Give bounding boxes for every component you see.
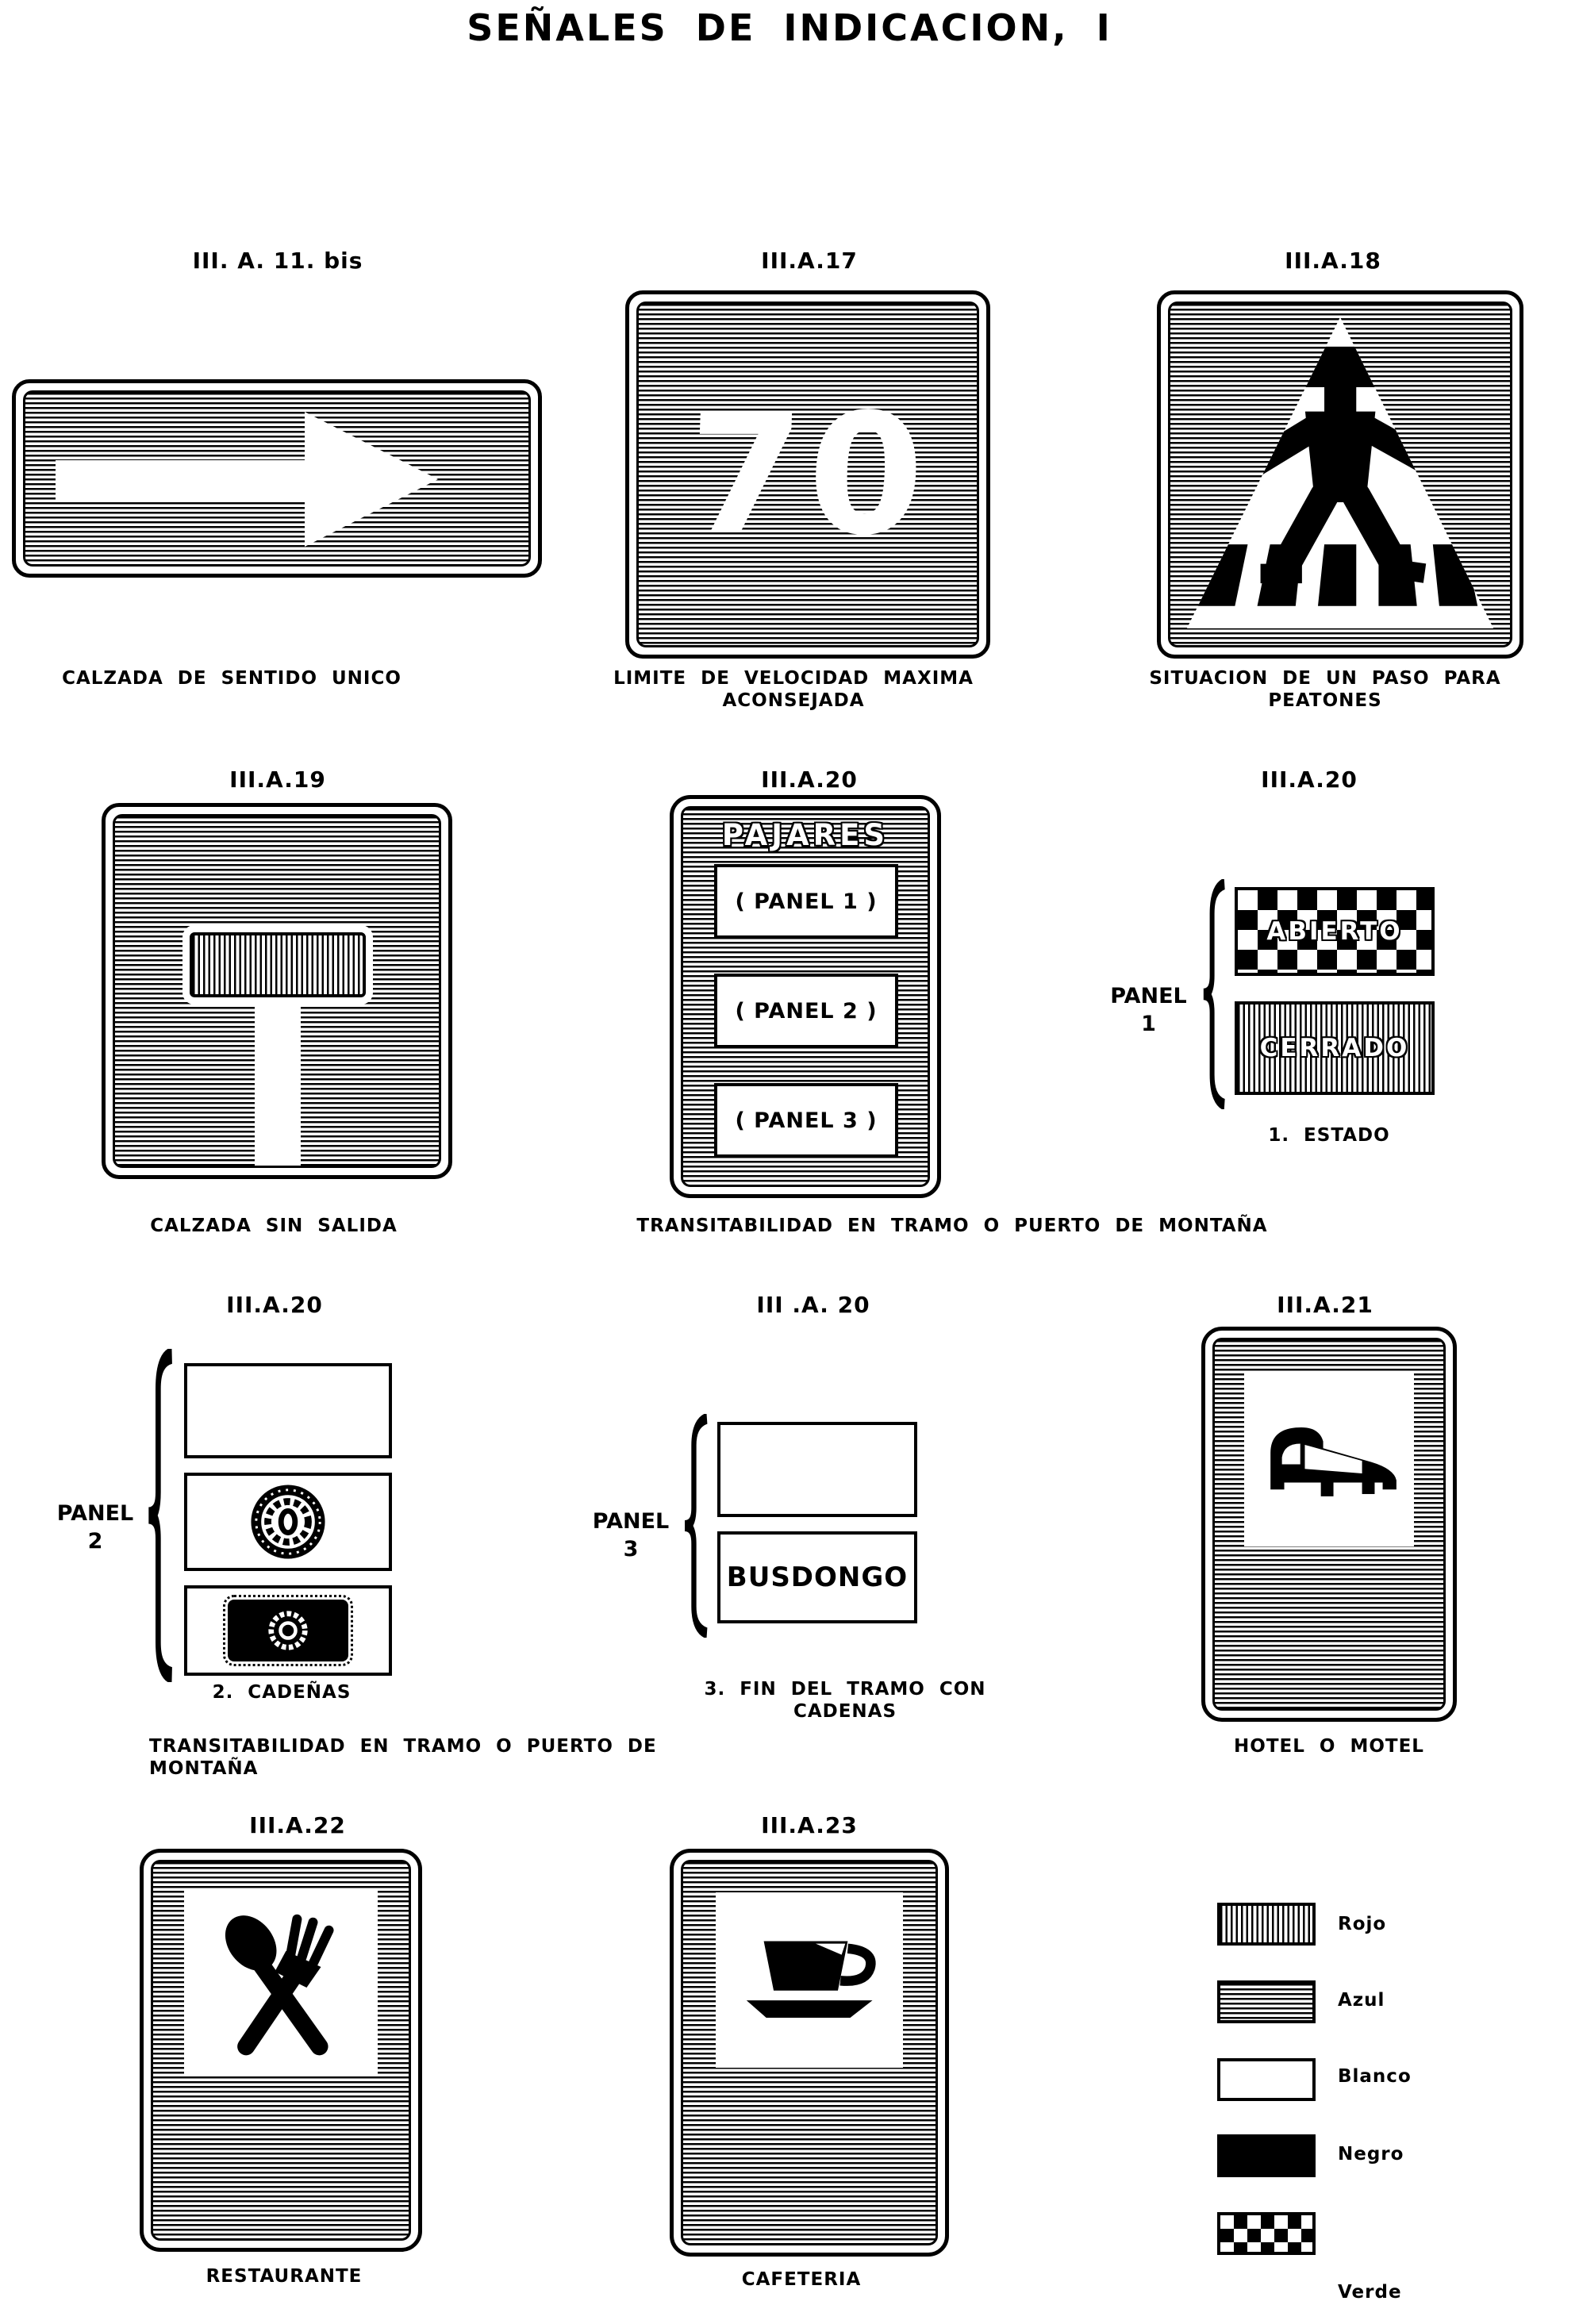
sign-ref-III-A-19: III.A.19 xyxy=(229,766,326,793)
hotel-caption: HOTEL O MOTEL xyxy=(1234,1736,1424,1757)
dead-end-field xyxy=(113,814,441,1168)
page-title: SEÑALES DE INDICACION, I xyxy=(467,6,1112,49)
abierto-label: ABIERTO xyxy=(1266,917,1403,946)
mountain-pass-title: PAJARES xyxy=(721,818,889,852)
crosswalk-caption: SITUACION DE UN PASO PARA PEATONES xyxy=(1149,668,1501,711)
legend-label-blanco: Blanco xyxy=(1338,2066,1412,2087)
legend-swatch-blanco xyxy=(1217,2058,1316,2101)
sign-ref-III-A-22: III.A.22 xyxy=(249,1812,346,1838)
hotel-sign-field xyxy=(1212,1338,1446,1711)
legend-label-verde: Verde xyxy=(1338,2282,1402,2303)
dead-end-caption: CALZADA SIN SALIDA xyxy=(150,1216,398,1236)
estado-caption: 1. ESTADO xyxy=(1268,1125,1390,1146)
pedestrian-crossing-icon xyxy=(1196,346,1477,606)
sign-ref-III-A-11-bis: III. A. 11. bis xyxy=(192,248,363,274)
speed-70-sign: 70 xyxy=(625,290,990,659)
legend-label-negro: Negro xyxy=(1338,2144,1404,2165)
panel-slot-3: ( PANEL 3 ) xyxy=(714,1083,898,1158)
warning-triangle xyxy=(1186,317,1494,628)
one-way-caption: CALZADA DE SENTIDO UNICO xyxy=(62,668,401,689)
panel-3-label: PANEL 3 xyxy=(592,1509,670,1562)
cadenas-caption: 2. CADEÑAS xyxy=(212,1682,352,1703)
panel-slot-1: ( PANEL 1 ) xyxy=(714,864,898,939)
panel-2-label: PANEL 2 xyxy=(56,1501,134,1554)
snow-chain-mini-sign-icon xyxy=(223,1595,353,1666)
hotel-pictogram-panel xyxy=(1244,1373,1414,1546)
panel-3-box-busdongo: BUSDONGO xyxy=(717,1531,917,1623)
cafeteria-sign-field xyxy=(681,1860,938,2245)
cafeteria-pictogram-panel xyxy=(716,1892,903,2069)
one-way-sign-field xyxy=(23,390,531,567)
sign-ref-III-A-20-c: III.A.20 xyxy=(226,1292,323,1318)
panel-2-box-chain-sign xyxy=(184,1585,392,1676)
cafeteria-caption: CAFETERIA xyxy=(741,2269,862,2290)
dead-end-sign xyxy=(102,803,452,1179)
mountain-pass-field: PAJARES ( PANEL 1 ) ( PANEL 2 ) ( PANEL … xyxy=(681,806,930,1187)
sign-ref-III-A-18: III.A.18 xyxy=(1285,248,1381,274)
coffee-cup-icon xyxy=(746,1940,876,2018)
restaurant-pictogram-panel xyxy=(183,1888,378,2077)
restaurant-caption: RESTAURANTE xyxy=(206,2266,363,2287)
fin-cadenas-caption: 3. FIN DEL TRAMO CON CADENAS xyxy=(704,1679,986,1722)
panel-2-box-chain xyxy=(184,1473,392,1571)
pedestrian-crossing-field xyxy=(1168,302,1512,647)
legend-swatch-azul xyxy=(1217,1980,1316,2023)
snow-chain-icon xyxy=(251,1485,325,1559)
panel-2-box-empty xyxy=(184,1363,392,1458)
bed-icon xyxy=(1270,1427,1397,1496)
panel-1-brace xyxy=(1203,879,1225,1109)
legend-swatch-negro xyxy=(1217,2134,1316,2177)
cafeteria-sign xyxy=(670,1849,949,2257)
mountain-pass-caption: TRANSITABILIDAD EN TRAMO O PUERTO DE MON… xyxy=(636,1216,1268,1236)
cerrado-panel: CERRADO xyxy=(1235,1001,1435,1095)
abierto-panel: ABIERTO xyxy=(1235,887,1435,976)
panel-2-brace xyxy=(148,1349,173,1682)
one-way-sign xyxy=(12,379,542,578)
speed-70-sign-field: 70 xyxy=(636,302,979,647)
sign-ref-III-A-20-b: III.A.20 xyxy=(1261,766,1358,793)
restaurant-sign-field xyxy=(151,1860,411,2241)
legend-swatch-verde xyxy=(1217,2212,1316,2255)
sign-ref-III-A-17: III.A.17 xyxy=(761,248,858,274)
panel-slot-2: ( PANEL 2 ) xyxy=(714,974,898,1048)
speed-value: 70 xyxy=(683,377,932,572)
panel-3-brace xyxy=(684,1414,708,1638)
hotel-sign xyxy=(1201,1327,1457,1722)
mountain-pass-sign: PAJARES ( PANEL 1 ) ( PANEL 2 ) ( PANEL … xyxy=(670,795,941,1198)
sign-ref-III-A-20-a: III.A.20 xyxy=(761,766,858,793)
legend-label-rojo: Rojo xyxy=(1338,1914,1387,1934)
panel-3-box-empty xyxy=(717,1422,917,1517)
panel-1-label: PANEL 1 xyxy=(1110,984,1187,1037)
legend-label-azul: Azul xyxy=(1338,1990,1385,2011)
crossed-spoon-fork-icon xyxy=(225,1914,334,2055)
speed-caption: LIMITE DE VELOCIDAD MAXIMA ACONSEJADA xyxy=(613,668,974,711)
sign-ref-III-A-20-d: III .A. 20 xyxy=(756,1292,870,1318)
cadenas-sub-caption: TRANSITABILIDAD EN TRAMO O PUERTO DE MON… xyxy=(149,1736,657,1779)
sign-ref-III-A-23: III.A.23 xyxy=(761,1812,858,1838)
cerrado-label: CERRADO xyxy=(1259,1034,1410,1062)
pedestrian-crossing-sign xyxy=(1157,290,1523,659)
restaurant-sign xyxy=(140,1849,422,2252)
legend-swatch-rojo xyxy=(1217,1903,1316,1946)
sign-ref-III-A-21: III.A.21 xyxy=(1277,1292,1373,1318)
